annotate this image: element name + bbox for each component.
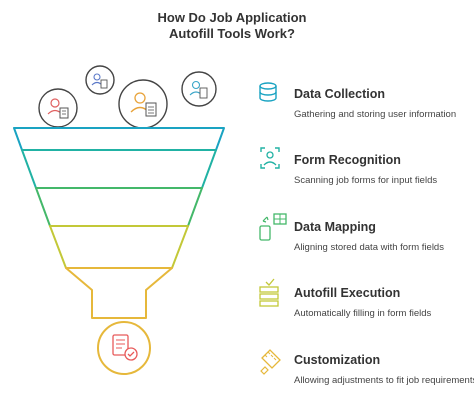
- step-title: Customization: [294, 353, 380, 367]
- funnel: [13, 127, 225, 319]
- step-title: Data Collection: [294, 87, 385, 101]
- step-data-collection: Data Collection Gathering and storing us…: [259, 82, 456, 120]
- funnel-stage-1: [13, 127, 225, 151]
- autofill-icon: [259, 278, 279, 307]
- step-form-recognition: Form Recognition Scanning job forms for …: [260, 147, 437, 186]
- title-line-1: How Do Job Application: [157, 10, 306, 25]
- funnel-stage-2: [21, 149, 217, 189]
- step-title: Form Recognition: [294, 153, 401, 167]
- customize-icon: [260, 349, 281, 375]
- funnel-stage-4: [49, 225, 189, 269]
- face-scan-icon: [260, 147, 280, 169]
- funnel-stage-5: [65, 267, 173, 319]
- funnel-output: [97, 321, 151, 375]
- mapping-icon: [259, 213, 287, 241]
- funnel-stage-3: [35, 187, 203, 227]
- step-description: Scanning job forms for input fields: [294, 175, 437, 186]
- step-description: Allowing adjustments to fit job requirem…: [294, 375, 474, 386]
- user-profile-icon: [181, 71, 217, 107]
- step-customization: Customization Allowing adjustments to fi…: [260, 349, 474, 386]
- database-icon: [259, 82, 277, 102]
- step-title: Data Mapping: [294, 220, 376, 234]
- step-data-mapping: Data Mapping Aligning stored data with f…: [259, 213, 444, 253]
- title-line-2: Autofill Tools Work?: [169, 26, 295, 41]
- step-description: Aligning stored data with form fields: [294, 242, 444, 253]
- step-description: Automatically filling in form fields: [294, 308, 432, 319]
- completed-form-icon: [112, 334, 138, 361]
- input-user-circles: [38, 65, 217, 129]
- user-profile-icon: [118, 79, 168, 129]
- step-description: Gathering and storing user information: [294, 109, 456, 120]
- step-title: Autofill Execution: [294, 286, 400, 300]
- user-profile-icon: [85, 65, 115, 95]
- user-profile-icon: [38, 88, 78, 128]
- step-autofill-execution: Autofill Execution Automatically filling…: [259, 278, 432, 319]
